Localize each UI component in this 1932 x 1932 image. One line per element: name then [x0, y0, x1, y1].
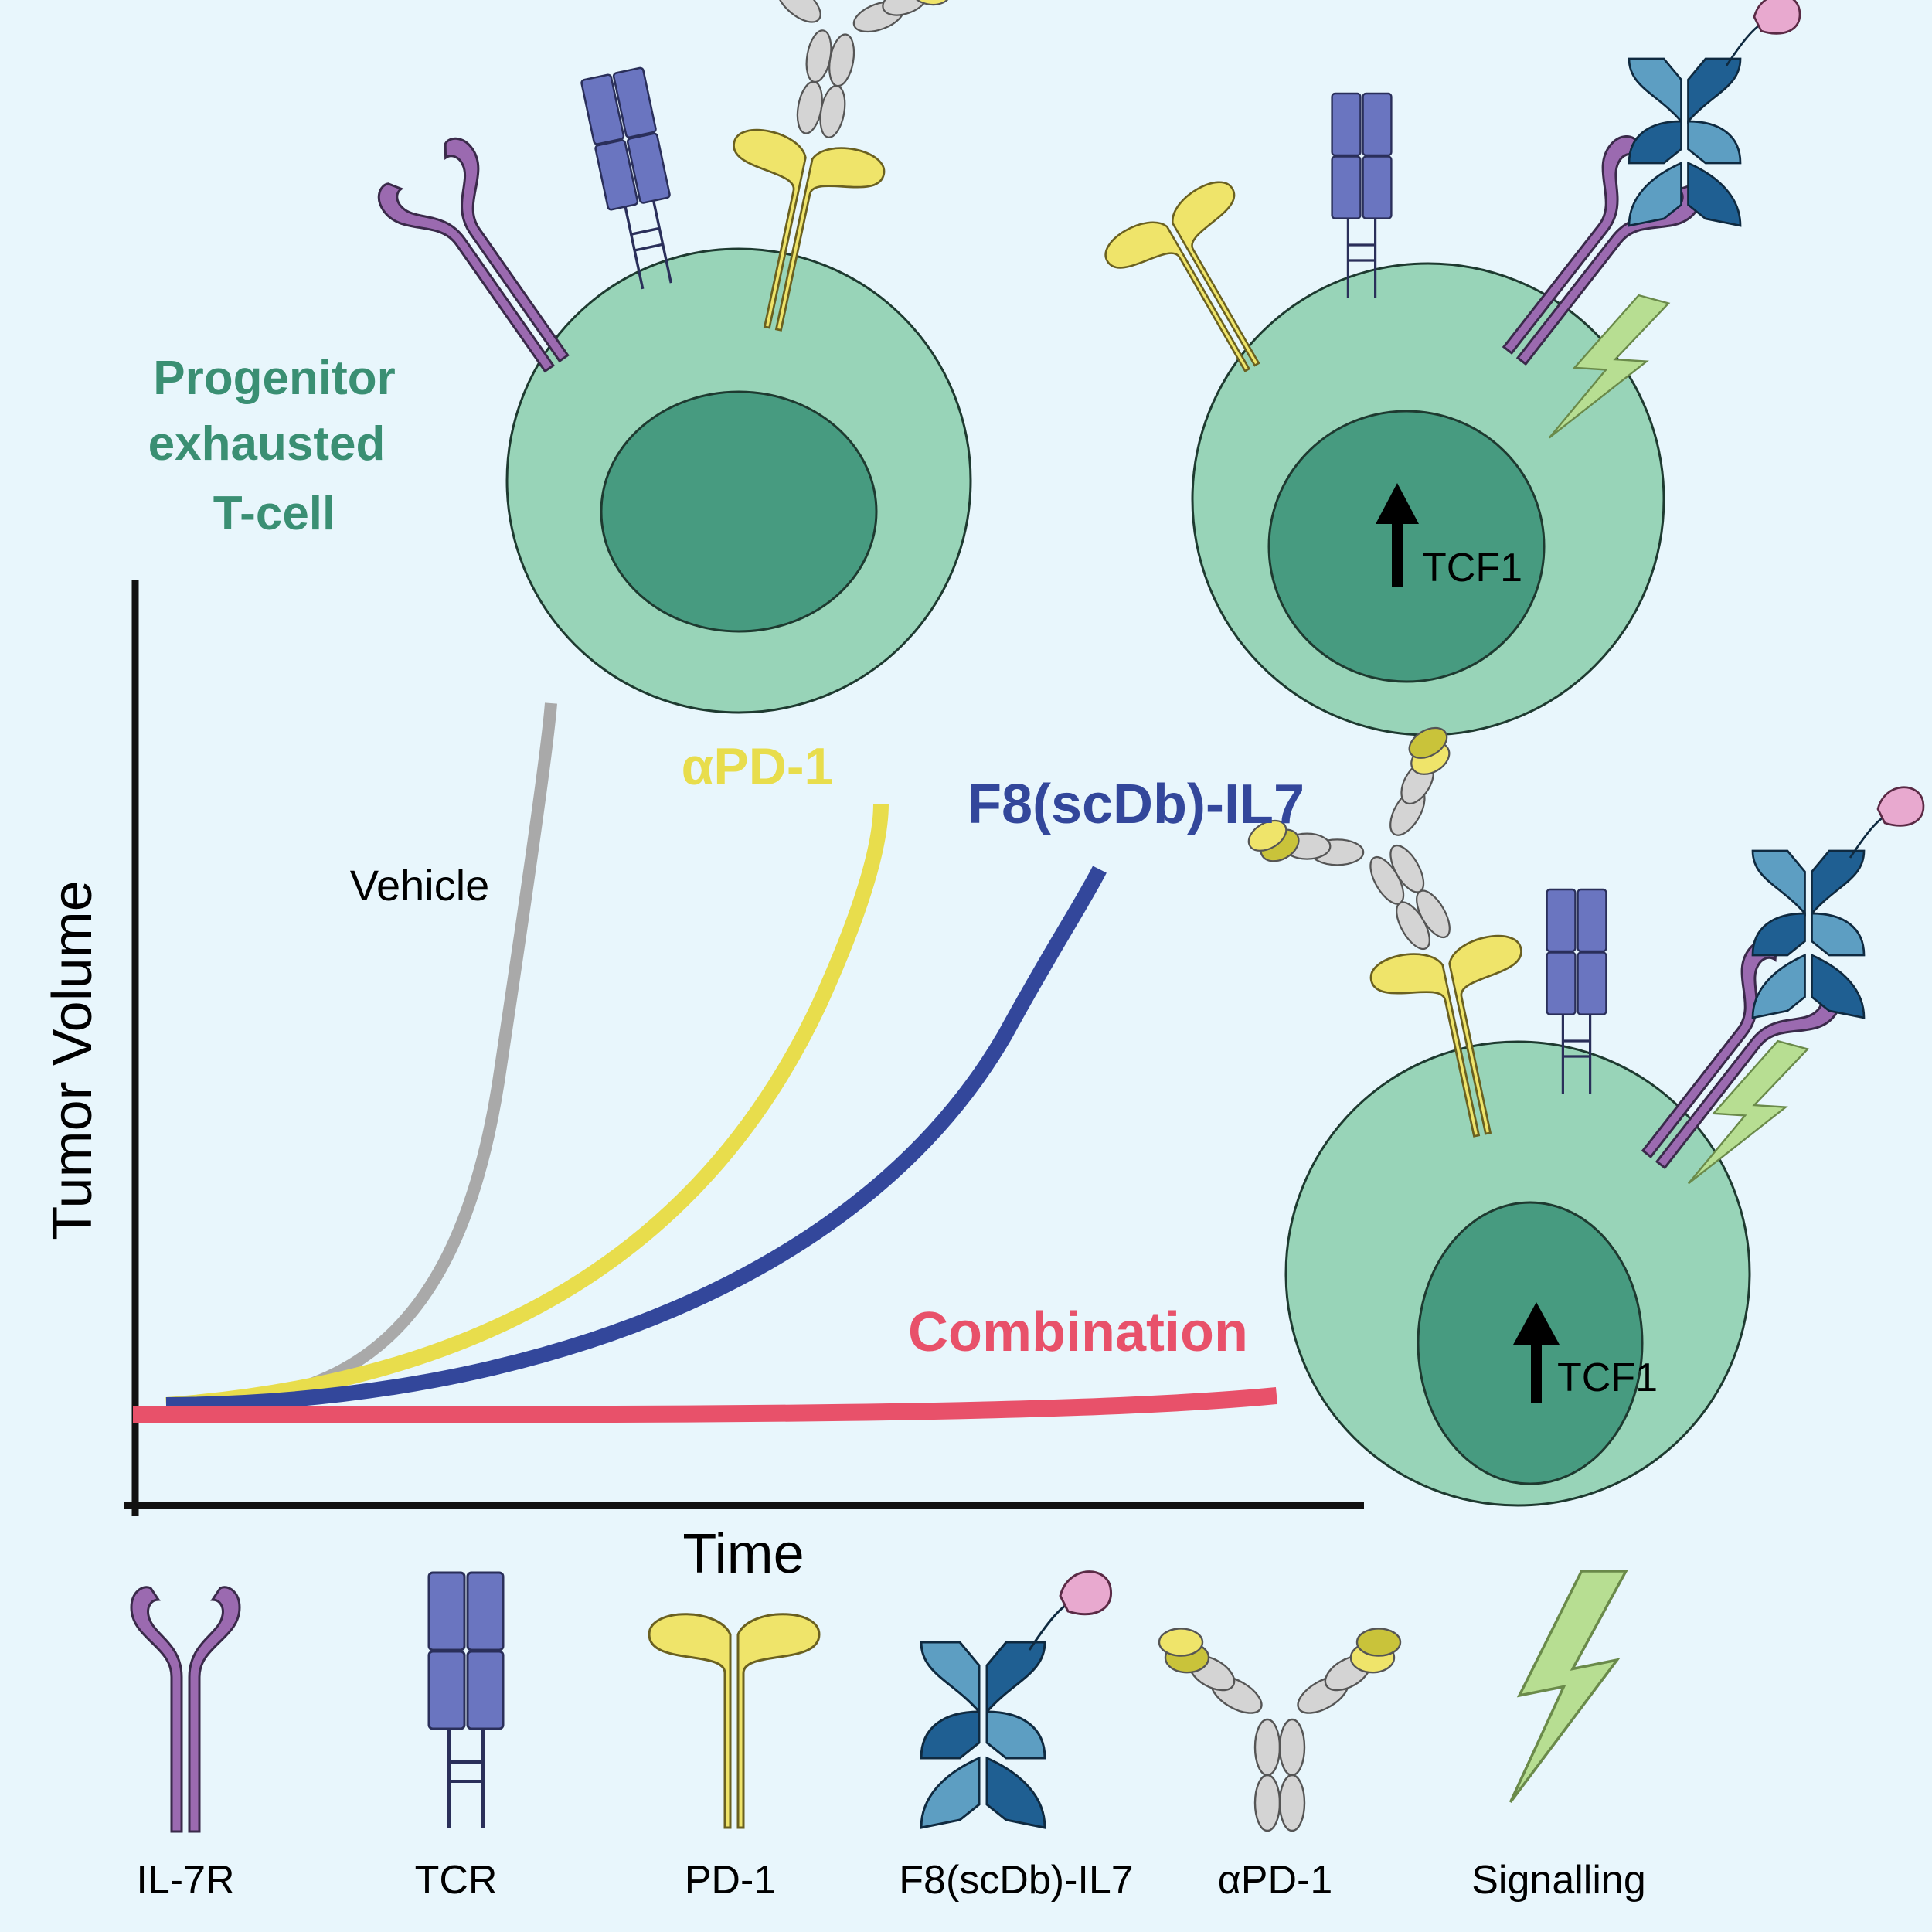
- treated-cell-bottom: TCF1: [1242, 720, 1925, 1507]
- legend-apd1-icon: [1158, 1628, 1402, 1832]
- tumor-growth-plot: Vehicle αPD-1 F8(scDb)-IL7 Combination T…: [42, 580, 1364, 1585]
- legend-apd1-label: αPD-1: [1218, 1858, 1333, 1903]
- legend-tcr-label: TCR: [415, 1858, 498, 1903]
- combination-label: Combination: [908, 1301, 1248, 1363]
- combination-curve: [132, 1387, 1278, 1423]
- tcf1-label-bottom: TCF1: [1557, 1355, 1658, 1400]
- progenitor-line3: T-cell: [213, 487, 336, 540]
- legend-f8-label: F8(scDb)-IL7: [899, 1858, 1133, 1903]
- legend-il7r-label: IL-7R: [136, 1858, 234, 1903]
- f8-scdb-il7-icon: [1751, 786, 1925, 1019]
- tcf1-label-top: TCF1: [1422, 546, 1522, 590]
- progenitor-line2: exhausted: [148, 417, 386, 471]
- legend-signalling-icon: [1509, 1570, 1628, 1804]
- f8-curve-label: F8(scDb)-IL7: [968, 774, 1304, 835]
- progenitor-cell: [370, 0, 972, 714]
- vehicle-curve: [165, 702, 557, 1412]
- vehicle-label: Vehicle: [350, 861, 490, 910]
- legend-f8-icon: [920, 1570, 1113, 1829]
- legend-il7r-icon: [130, 1586, 241, 1833]
- legend: IL-7R TCR PD-1 F8(scDb)-IL7 αPD-1 Signal…: [130, 1570, 1646, 1903]
- legend-tcr-icon: [427, 1571, 505, 1829]
- legend-pd1-icon: [648, 1613, 821, 1829]
- legend-signalling-label: Signalling: [1471, 1858, 1646, 1903]
- apd1-curve: [165, 803, 889, 1413]
- progenitor-line1: Progenitor: [153, 352, 395, 405]
- f8-curve: [165, 866, 1107, 1413]
- tcf1-up-arrow-bottom: [1513, 1302, 1560, 1403]
- il7r-icon: [370, 131, 602, 396]
- treated-cell-top: TCF1: [1097, 0, 1801, 736]
- tcf1-up-arrow-top: [1376, 483, 1419, 587]
- legend-pd1-label: PD-1: [685, 1858, 776, 1903]
- y-axis-label: Tumor Volume: [42, 880, 104, 1240]
- x-axis-label: Time: [682, 1523, 804, 1585]
- f8-scdb-il7-icon: [1628, 0, 1801, 227]
- apd1-curve-label: αPD-1: [682, 737, 834, 796]
- progenitor-label: Progenitor exhausted T-cell: [148, 352, 396, 540]
